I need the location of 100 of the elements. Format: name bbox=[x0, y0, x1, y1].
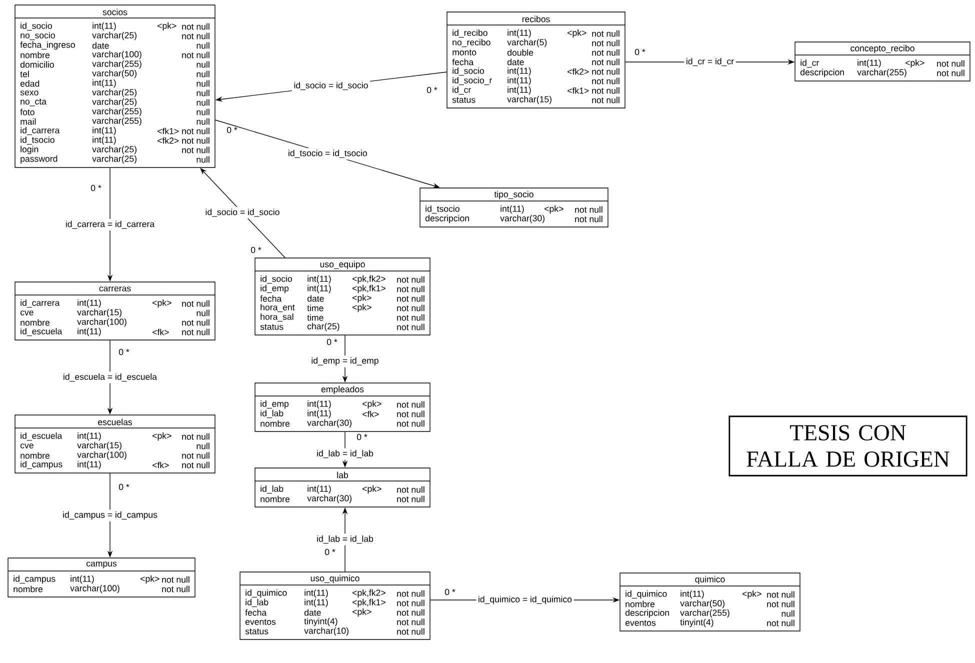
null-constraint: not null bbox=[592, 87, 620, 94]
column-name: id_socio bbox=[260, 275, 292, 284]
null-constraint: null bbox=[196, 156, 210, 163]
edge-label: id_escuela = id_escuela bbox=[61, 372, 159, 384]
edge-label: id_socio = id_socio bbox=[292, 80, 370, 92]
column-name: foto bbox=[20, 108, 34, 116]
null-constraint: not null bbox=[182, 52, 210, 58]
data-type: tinyint(4) bbox=[680, 618, 714, 628]
null-constraint: not null bbox=[592, 58, 620, 66]
column-name: domicilio bbox=[20, 61, 54, 68]
key-marker: <fk> bbox=[362, 410, 379, 418]
cardinality-label: 0 * bbox=[326, 338, 338, 346]
data-type: varchar(100) bbox=[70, 584, 120, 594]
cardinality-label: 0 * bbox=[324, 548, 336, 556]
null-constraint: not null bbox=[162, 586, 190, 592]
column-name: id_lab bbox=[260, 485, 284, 494]
key-marker: <pk> bbox=[352, 304, 372, 312]
key-marker: <pk> bbox=[568, 29, 586, 38]
data-type: date bbox=[92, 42, 109, 49]
key-marker: <fk2> bbox=[158, 137, 179, 144]
data-type: int(11) bbox=[304, 598, 328, 608]
data-type: int(11) bbox=[308, 284, 331, 294]
key-marker: <pk,fk2> bbox=[352, 275, 386, 284]
edge-label: id_tsocio = id_tsocio bbox=[286, 148, 370, 160]
column-name: sexo bbox=[20, 90, 38, 96]
column-name: id_campus bbox=[20, 460, 62, 470]
column-name: nombre bbox=[260, 496, 290, 502]
null-constraint: null bbox=[196, 108, 210, 116]
cardinality-label: 0 * bbox=[118, 348, 130, 356]
null-constraint: not null bbox=[397, 618, 424, 626]
column-name: nombre bbox=[14, 586, 42, 592]
data-type: varchar(30) bbox=[307, 419, 352, 428]
data-type: int(11) bbox=[308, 410, 331, 418]
data-type: varchar(15) bbox=[507, 96, 552, 104]
column-name: id_carrera bbox=[20, 299, 60, 308]
column-name: id_cr bbox=[452, 86, 471, 95]
column-name: eventos bbox=[626, 620, 656, 626]
key-marker: <fk2> bbox=[568, 68, 589, 75]
data-type: int(11) bbox=[92, 79, 116, 88]
column-name: status bbox=[260, 324, 284, 330]
column-name: nombre bbox=[260, 420, 290, 427]
key-marker: <pk> bbox=[158, 22, 176, 31]
column-name: id_cr bbox=[800, 59, 819, 68]
key-marker: <pk> bbox=[140, 575, 160, 584]
column-name: fecha bbox=[260, 295, 282, 302]
column-name: fecha_ingreso bbox=[20, 41, 75, 50]
null-constraint: not null bbox=[397, 304, 424, 312]
data-type: varchar(50) bbox=[680, 600, 724, 608]
column-name: no_socio bbox=[20, 32, 55, 40]
null-constraint: not null bbox=[937, 70, 964, 76]
data-type: tinyint(4) bbox=[304, 618, 338, 626]
key-marker: <pk> bbox=[906, 59, 924, 68]
column-name: no_recibo bbox=[452, 38, 490, 48]
data-type: int(11) bbox=[508, 67, 531, 76]
data-type: double bbox=[507, 49, 534, 56]
data-type: time bbox=[307, 304, 324, 312]
table-title: empleados bbox=[321, 386, 364, 394]
null-constraint: not null bbox=[767, 620, 794, 626]
data-type: int(11) bbox=[92, 22, 116, 31]
edge-label: id_lab = id_lab bbox=[314, 534, 376, 546]
data-type: int(11) bbox=[508, 76, 531, 86]
null-constraint: not null bbox=[182, 146, 210, 154]
table-title: carreras bbox=[99, 286, 131, 292]
column-name: eventos bbox=[246, 619, 276, 625]
null-constraint: not null bbox=[182, 300, 210, 307]
null-constraint: not null bbox=[182, 128, 210, 134]
data-type: varchar(15) bbox=[77, 442, 122, 450]
column-name: fecha bbox=[245, 609, 267, 616]
key-marker: <fk> bbox=[152, 328, 169, 336]
edge-label: id_campus = id_campus bbox=[60, 510, 160, 522]
column-name: cve bbox=[20, 310, 34, 316]
column-name: id_socio bbox=[452, 67, 484, 76]
column-name: hora_ent bbox=[260, 304, 295, 312]
null-constraint: not null bbox=[182, 23, 210, 30]
data-type: varchar(25) bbox=[92, 98, 136, 107]
data-type: varchar(100) bbox=[92, 50, 142, 60]
null-constraint: not null bbox=[575, 206, 602, 213]
column-name: id_lab bbox=[260, 410, 284, 418]
null-constraint: not null bbox=[397, 324, 424, 330]
key-marker: <pk> bbox=[362, 400, 382, 409]
edge-label: id_lab = id_lab bbox=[314, 448, 376, 460]
column-name: cve bbox=[20, 444, 34, 448]
column-name: monto bbox=[452, 50, 476, 56]
data-type: char(25) bbox=[308, 322, 340, 332]
null-constraint: not null bbox=[397, 600, 424, 606]
data-type: varchar(30) bbox=[500, 214, 544, 224]
null-constraint: not null bbox=[397, 276, 424, 283]
column-name: nombre bbox=[626, 600, 654, 608]
table-title: quimico bbox=[695, 576, 725, 584]
data-type: int(11) bbox=[78, 432, 101, 441]
data-type: varchar(25) bbox=[92, 155, 136, 164]
data-type: varchar(255) bbox=[92, 108, 142, 116]
column-name: nombre bbox=[20, 52, 50, 58]
key-marker: <pk> bbox=[544, 205, 564, 214]
column-name: id_socio_r bbox=[452, 76, 492, 86]
cardinality-label: 0 * bbox=[634, 48, 646, 56]
edge-label: id_emp = id_emp bbox=[309, 356, 381, 368]
cardinality-label: 0 * bbox=[250, 246, 262, 254]
cardinality-label: 0 * bbox=[444, 588, 456, 596]
column-name: id_tsocio bbox=[20, 136, 54, 145]
